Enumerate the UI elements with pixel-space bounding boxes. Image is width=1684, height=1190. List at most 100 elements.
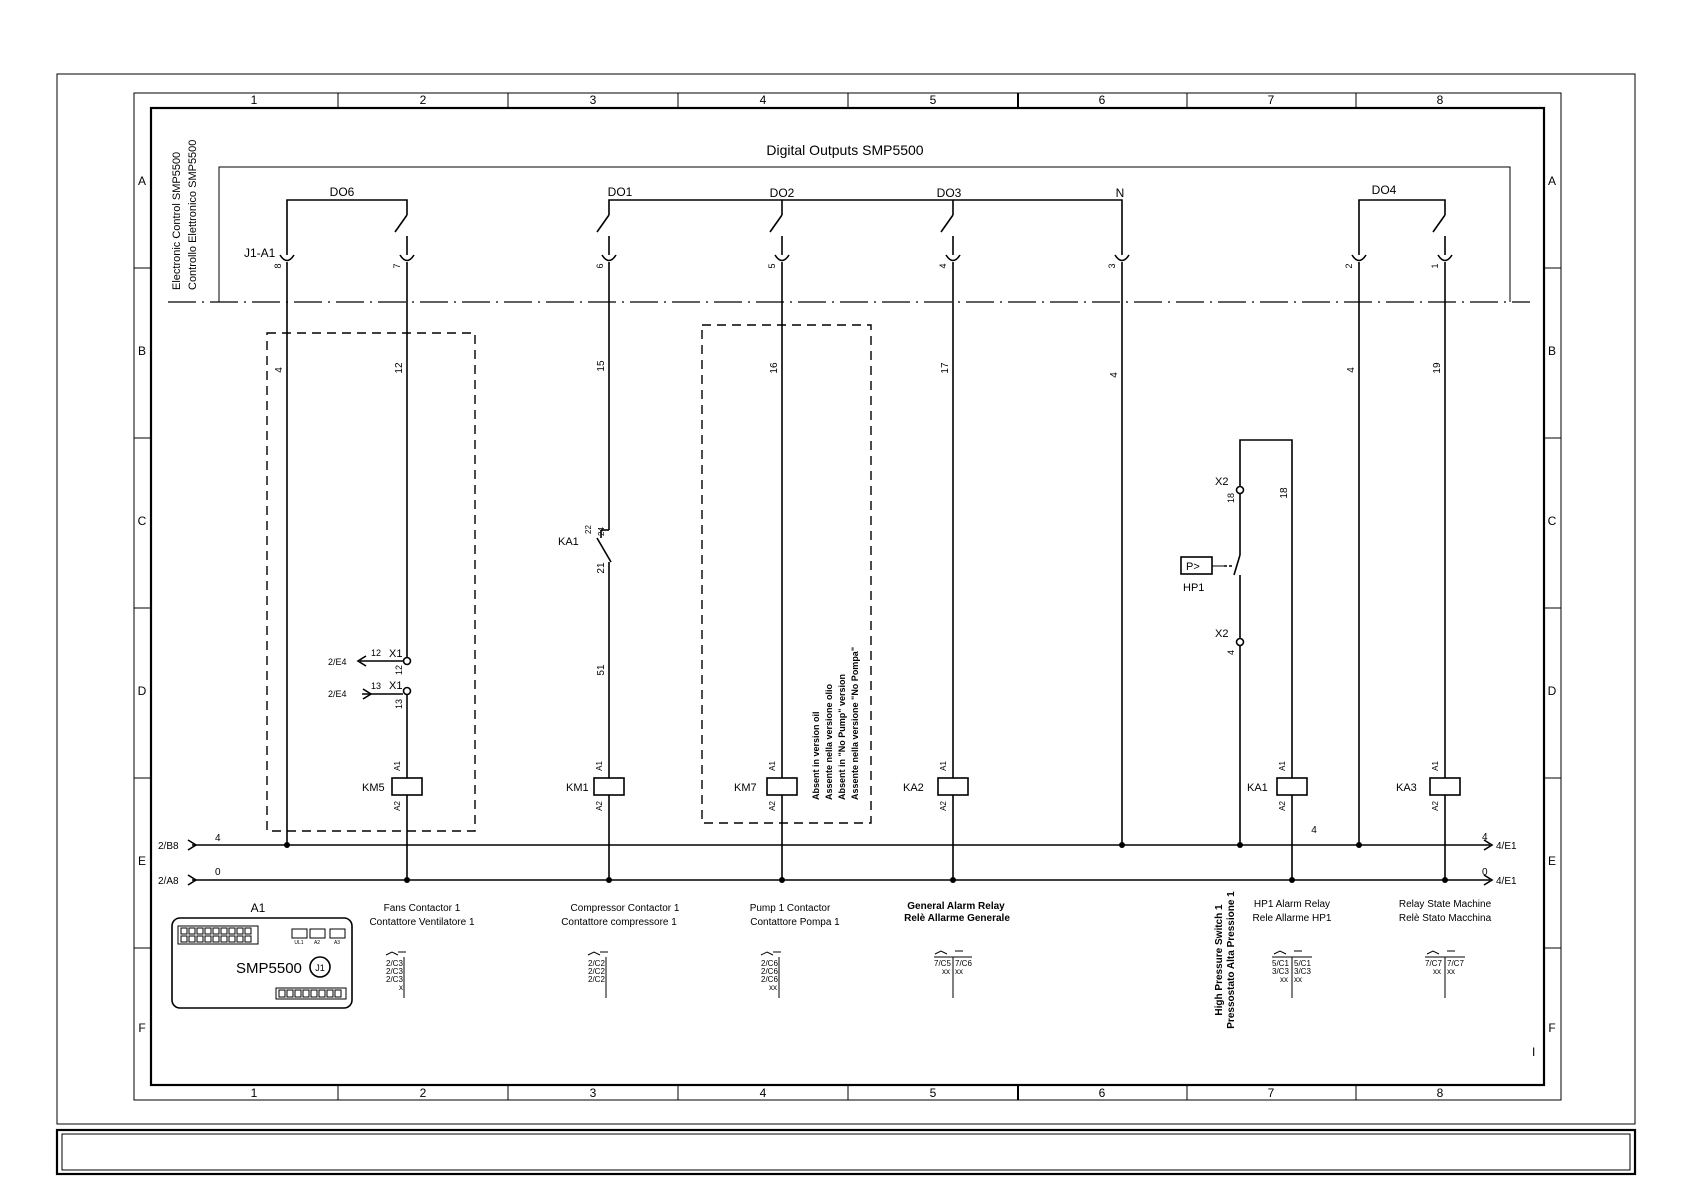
wire-number: 15 [596, 360, 607, 372]
row-label-left: B [138, 344, 146, 358]
desc-ka1: HP1 Alarm Relay [1254, 899, 1330, 910]
junction-dot [950, 877, 956, 883]
col-label-top: 2 [420, 93, 427, 107]
col-label-bottom: 2 [420, 1086, 427, 1100]
row-label-right: F [1548, 1021, 1555, 1035]
do6-common [286, 199, 408, 255]
terminal-x1-12 [402, 656, 412, 666]
col-label-bottom: 7 [1268, 1086, 1275, 1100]
title-block-outer [55, 1128, 1637, 1176]
col-label-bottom: 4 [760, 1086, 767, 1100]
junction-dot [1356, 842, 1362, 848]
x1-num: 12 [394, 665, 404, 675]
module-a1 [171, 917, 353, 1009]
module-connector-bottom [275, 987, 347, 1000]
row-label-left: A [138, 174, 146, 188]
module-small-ports [291, 928, 346, 939]
x2-label: X2 [1215, 628, 1228, 640]
col-label-top: 4 [760, 93, 767, 107]
output-do6: DO6 [330, 185, 355, 199]
wire-number: 4 [1311, 825, 1317, 836]
coil-ka1 [1276, 777, 1308, 796]
bus-right-ref: 4/E1 [1496, 841, 1517, 852]
coil-label: KM7 [734, 782, 757, 794]
wire-number: 21 [596, 562, 607, 574]
side-label-en: Electronic Control SMP5500 [171, 152, 183, 290]
x1-label: X1 [389, 648, 402, 660]
x1-pin: 13 [371, 681, 381, 691]
terminal-x2-4 [1235, 637, 1245, 647]
junction-dot [1237, 842, 1243, 848]
km7-note: Assente nella versione "No Pompa" [850, 647, 860, 800]
coil-label: KA3 [1396, 782, 1417, 794]
coil-km7 [766, 777, 798, 796]
bus-number: 0 [215, 867, 221, 878]
xref-ka3: xx [1433, 967, 1441, 976]
pin-number: 2 [1344, 263, 1354, 268]
pin-number: 7 [392, 263, 402, 268]
ka1-nc-contact [596, 529, 612, 563]
wire-number: 16 [769, 362, 780, 374]
col-label-bottom: 6 [1099, 1086, 1106, 1100]
arrow-head [1483, 839, 1494, 851]
xref-ka2: xx [955, 967, 963, 976]
sheet-mark: I [1532, 1045, 1535, 1059]
module-j1-badge [309, 956, 331, 978]
module-j1-text: J1 [315, 963, 325, 973]
desc-km1: Compressor Contactor 1 [571, 903, 680, 914]
pin-number: 6 [595, 263, 605, 268]
x2-pin: 4 [1226, 650, 1236, 655]
xref-ka2: 7/C5 [934, 959, 951, 968]
module-label: A1 [251, 901, 266, 915]
wire-18 [1239, 439, 1293, 778]
row-label-right: C [1548, 514, 1557, 528]
km5-option-box [266, 332, 476, 832]
desc-km7: Contattore Pompa 1 [750, 917, 840, 928]
coil-a1: A1 [1278, 761, 1287, 771]
pin-number: 5 [767, 263, 777, 268]
xref-km7: 2/C6 [761, 959, 778, 968]
junction-dot [1119, 842, 1125, 848]
col-label-top: 5 [930, 93, 937, 107]
module-name: SMP5500 [236, 960, 302, 977]
col-label-bottom: 1 [251, 1086, 258, 1100]
output-switches [394, 214, 1446, 255]
wire-number: 4 [1346, 367, 1357, 373]
connector-label: J1-A1 [244, 246, 276, 260]
drawing-area [149, 106, 1546, 1087]
desc-hp1: High Pressure Switch 1 [1214, 904, 1225, 1016]
col-label-bottom: 8 [1437, 1086, 1444, 1100]
bus-number: 4 [1482, 832, 1488, 843]
coil-a1: A1 [393, 761, 402, 771]
junction-dot [404, 877, 410, 883]
coil-label: KM1 [566, 782, 589, 794]
x1-pin: 12 [371, 648, 381, 658]
output-n: N [1116, 186, 1125, 200]
x1-num: 13 [394, 699, 404, 709]
output-do1: DO1 [608, 185, 633, 199]
coil-label: KA1 [1247, 782, 1268, 794]
xref-ka2: 7/C6 [955, 959, 972, 968]
pin-number: 8 [273, 263, 283, 268]
wire-number: 4 [1109, 372, 1120, 378]
row-label-right: D [1548, 684, 1557, 698]
junction-dot [1289, 877, 1295, 883]
row-label-left: C [138, 514, 147, 528]
col-label-bottom: 3 [590, 1086, 597, 1100]
controller-enclosure [218, 166, 1511, 302]
desc-km5: Contattore Ventilatore 1 [369, 917, 475, 928]
junction-dot [779, 877, 785, 883]
x1-ref: 2/E4 [328, 657, 347, 667]
xref-ka3: 7/C7 [1447, 959, 1464, 968]
x2-label: X2 [1215, 476, 1228, 488]
km7-option-box [701, 324, 872, 824]
coil-ka3 [1429, 777, 1461, 796]
row-label-right: A [1548, 174, 1556, 188]
bus-number: 4 [215, 833, 221, 844]
coil-label: KA2 [903, 782, 924, 794]
row-label-left: D [138, 684, 147, 698]
inner-frame [133, 92, 1562, 1101]
xref-km1: 2/C2 [588, 959, 605, 968]
row-label-right: B [1548, 344, 1556, 358]
